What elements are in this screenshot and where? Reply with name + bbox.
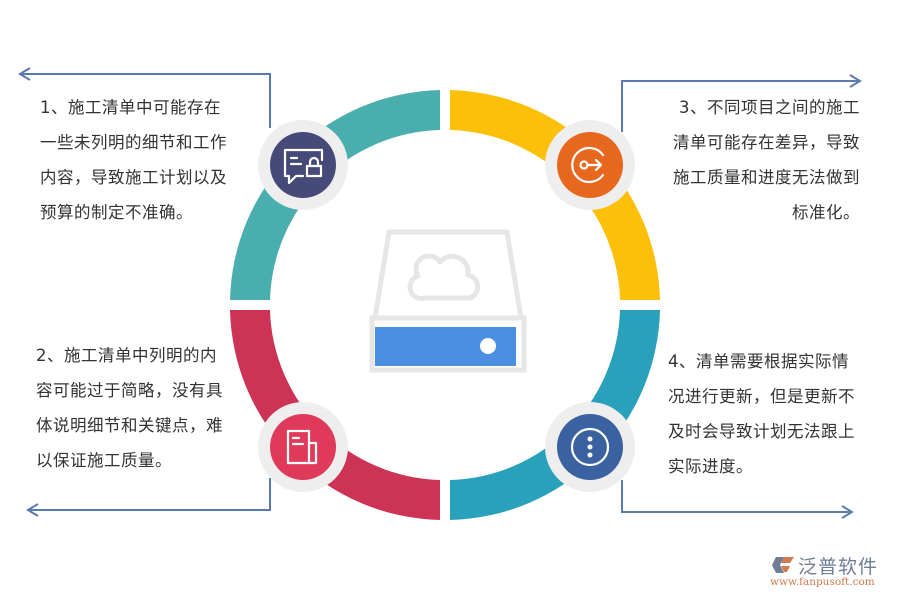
connector-3-arrowhead bbox=[849, 74, 862, 88]
item-1-text: 1、施工清单中可能存在 一些未列明的细节和工作 内容，导致施工计划以及 预算的制… bbox=[40, 90, 227, 230]
connector-4-arrow bbox=[621, 480, 852, 513]
item-3-icon-badge bbox=[545, 120, 635, 210]
item-4-text: 4、清单需要根据实际情 况进行更新，但是更新不 及时会导致计划无法跟上 实际进度… bbox=[668, 344, 855, 484]
item-2-line: 以保证施工质量。 bbox=[36, 451, 172, 470]
brand-logo: 泛普软件 www.fanpusoft.com bbox=[768, 552, 898, 592]
cloud-drive-icon bbox=[369, 229, 527, 373]
item-1-line: 一些未列明的细节和工作 bbox=[40, 133, 227, 152]
item-2-icon-badge bbox=[258, 402, 348, 492]
item-1-icon-badge bbox=[258, 120, 348, 210]
more-options-icon bbox=[570, 427, 610, 467]
item-3-text: 3、不同项目之间的施工 清单可能存在差异，导致 施工质量和进度无法做到 标准化。 bbox=[650, 90, 860, 230]
item-1-line: 内容，导致施工计划以及 bbox=[40, 168, 227, 187]
brand-url: www.fanpusoft.com bbox=[770, 576, 875, 588]
connector-2-arrow bbox=[28, 478, 271, 511]
key-exit-icon bbox=[571, 146, 605, 184]
item-4-line: 实际进度。 bbox=[668, 457, 753, 476]
document-icon bbox=[286, 429, 318, 465]
item-2-line: 容可能过于简略，没有具 bbox=[36, 381, 223, 400]
item-1-line: 预算的制定不准确。 bbox=[40, 203, 193, 222]
item-2-text: 2、施工清单中列明的内 容可能过于简略，没有具 体说明细节和关键点，难 以保证施… bbox=[36, 338, 223, 478]
connector-2-arrowhead bbox=[26, 503, 39, 517]
item-4-line: 及时会导致计划无法跟上 bbox=[668, 422, 855, 441]
connector-lines bbox=[18, 67, 862, 519]
item-4-line: 4、清单需要根据实际情 bbox=[668, 352, 849, 371]
connector-1-arrow bbox=[20, 73, 271, 128]
brand-name: 泛普软件 bbox=[798, 556, 879, 578]
chat-lock-icon bbox=[283, 148, 324, 185]
item-4-icon-badge bbox=[545, 402, 635, 492]
connector-3-arrow bbox=[621, 80, 860, 132]
item-3-line: 3、不同项目之间的施工 bbox=[679, 98, 860, 117]
item-2-line: 2、施工清单中列明的内 bbox=[36, 346, 217, 365]
brand-mark-icon bbox=[772, 557, 794, 573]
item-4-line: 况进行更新，但是更新不 bbox=[668, 387, 855, 406]
item-3-line: 施工质量和进度无法做到 bbox=[673, 168, 860, 187]
connector-1-arrowhead bbox=[18, 67, 31, 81]
item-3-line: 标准化。 bbox=[792, 203, 860, 222]
item-1-line: 1、施工清单中可能存在 bbox=[40, 98, 221, 117]
item-2-line: 体说明细节和关键点，难 bbox=[36, 416, 223, 435]
connector-4-arrowhead bbox=[841, 505, 854, 519]
item-3-line: 清单可能存在差异，导致 bbox=[673, 133, 860, 152]
